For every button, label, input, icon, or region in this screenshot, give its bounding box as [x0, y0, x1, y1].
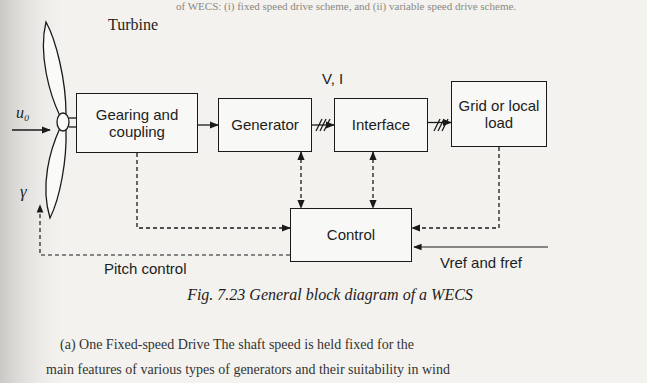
box-text: Gearing and coupling	[83, 106, 191, 141]
wind-arrow	[12, 129, 50, 130]
process-box: Generator	[218, 98, 312, 152]
page-shadow	[0, 0, 70, 383]
box-text: Control	[327, 226, 375, 243]
book-text: main features of various types of genera…	[46, 362, 450, 378]
process-box: Control	[290, 208, 412, 262]
pitch-angle-label: γ	[20, 182, 27, 202]
turbine-blade	[43, 22, 66, 116]
process-box: Interface	[334, 98, 428, 152]
box-text: Interface	[352, 116, 410, 133]
signal-label: V, I	[322, 70, 343, 87]
turbine-label: Turbine	[108, 16, 158, 34]
control-connector	[137, 153, 290, 228]
wind-speed-label: u₀	[16, 104, 30, 122]
book-text: of WECS: (i) fixed speed drive scheme, a…	[176, 0, 516, 12]
process-box: Gearing and coupling	[76, 93, 198, 153]
reference-label: Vref and fref	[440, 254, 522, 271]
reference-input-line	[414, 246, 548, 247]
box-text: Generator	[231, 116, 299, 133]
signal-label: Pitch control	[104, 260, 187, 277]
figure-caption: Fig. 7.23 General block diagram of a WEC…	[187, 286, 473, 304]
book-text: (a) One Fixed-speed Drive The shaft spee…	[60, 337, 414, 353]
control-connector	[412, 147, 499, 228]
control-connector	[372, 152, 373, 208]
pitch-control-line	[40, 205, 290, 255]
turbine-blade	[46, 128, 66, 218]
turbine-hub	[57, 113, 69, 131]
power-connector	[198, 124, 218, 125]
box-text: Grid or local load	[458, 97, 540, 132]
turbine-shaft	[69, 126, 76, 127]
power-connector	[312, 124, 334, 125]
power-connector	[428, 122, 451, 123]
control-connector	[300, 152, 301, 208]
turbine-shaft	[69, 117, 76, 118]
process-box: Grid or local load	[451, 81, 547, 147]
